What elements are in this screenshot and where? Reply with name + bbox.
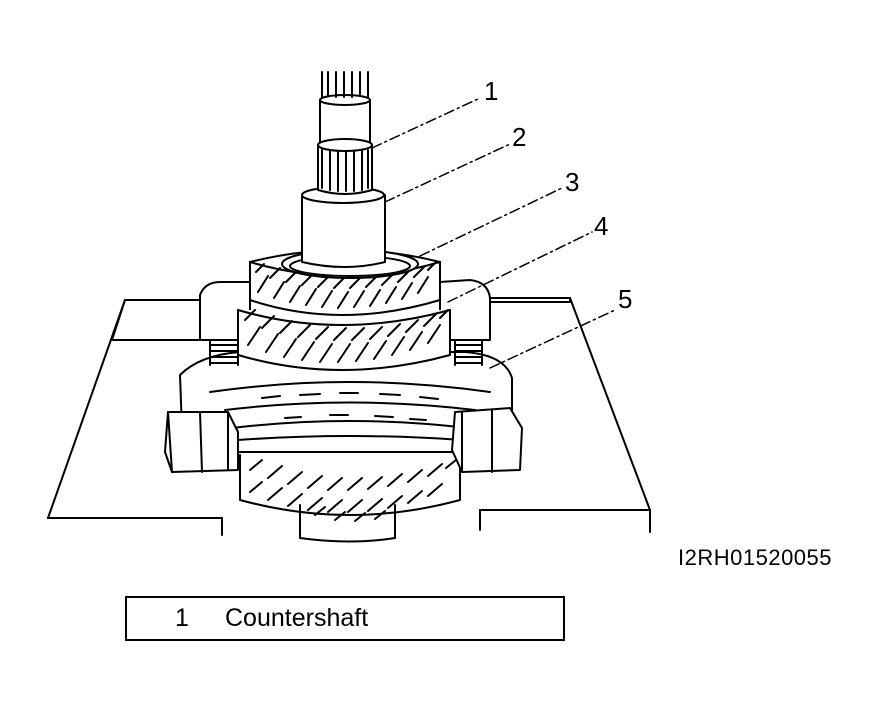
countershaft-body bbox=[301, 71, 386, 268]
reference-code: I2RH01520055 bbox=[678, 545, 833, 570]
legend-item-label: Countershaft bbox=[225, 604, 369, 632]
main-helical-gear bbox=[237, 309, 451, 371]
bolt-head-right bbox=[451, 407, 523, 473]
callout-4: 4 bbox=[594, 211, 608, 241]
legend-item-number: 1 bbox=[175, 604, 189, 632]
lower-gear bbox=[239, 454, 461, 543]
callout-2: 2 bbox=[512, 122, 526, 152]
leader-lines bbox=[371, 97, 616, 369]
callout-5: 5 bbox=[618, 284, 632, 314]
pulling-arm-right bbox=[439, 279, 491, 366]
legend-box: 1 Countershaft bbox=[125, 596, 565, 641]
callout-1: 1 bbox=[484, 76, 498, 106]
callout-3: 3 bbox=[565, 167, 579, 197]
bolt-head-left bbox=[164, 411, 239, 473]
